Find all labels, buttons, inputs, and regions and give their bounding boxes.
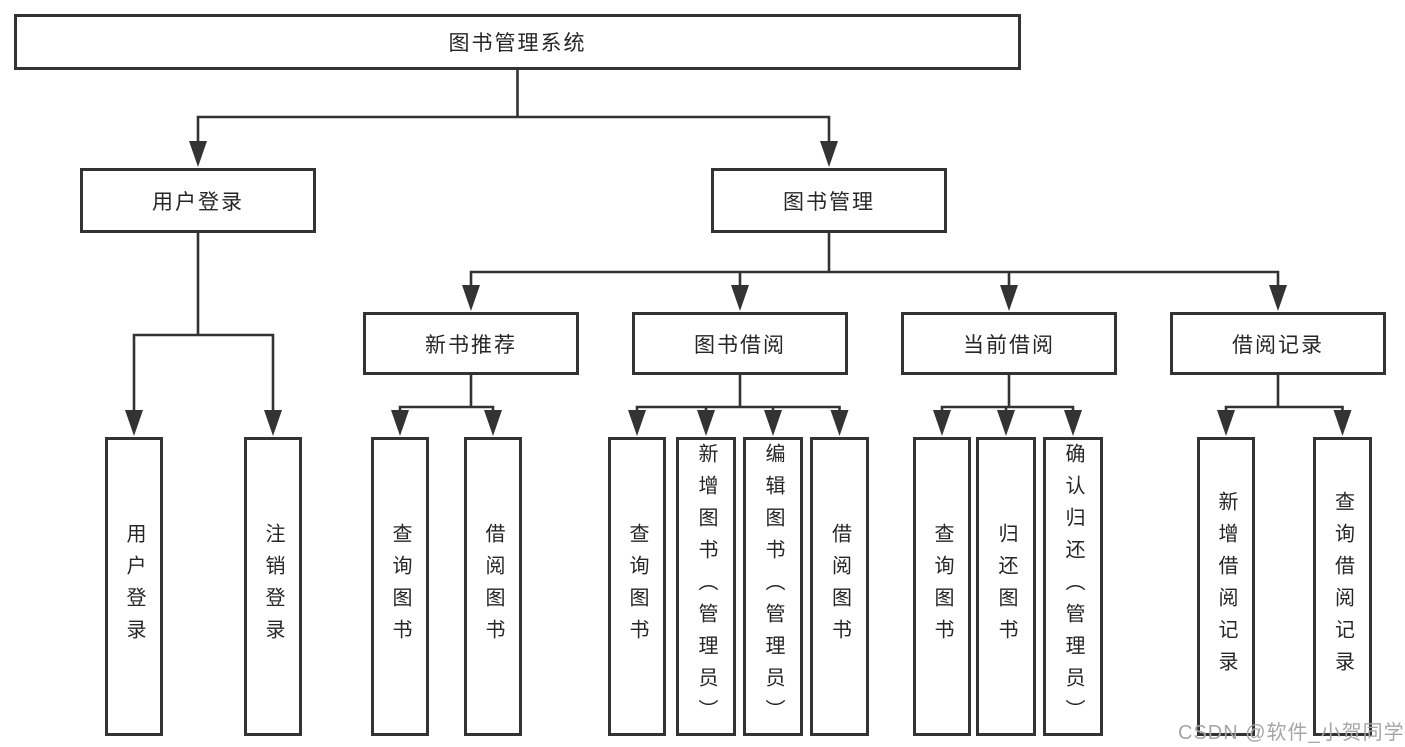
node-new-book-recommend: 新书推荐 [363,312,579,375]
leaf-confirm-return-admin: 确认归还（管理员） [1043,437,1103,736]
leaf-return-book: 归还图书 [976,437,1036,736]
leaf-logout: 注销登录 [244,437,302,736]
node-label: 用户登录 [123,522,145,651]
node-label: 图书借阅 [694,333,786,357]
node-label: 归还图书 [995,522,1017,651]
node-label: 用户登录 [152,190,244,214]
node-root-system: 图书管理系统 [14,14,1021,70]
node-label: 注销登录 [262,522,284,651]
node-label: 借阅记录 [1232,333,1324,357]
node-label: 图书管理系统 [448,32,587,55]
leaf-user-login: 用户登录 [105,437,163,736]
node-user-login: 用户登录 [80,168,316,233]
node-label: 当前借阅 [963,333,1055,357]
leaf-add-book-admin: 新增图书（管理员） [676,437,736,736]
leaf-borrow-book-recommend: 借阅图书 [464,437,522,736]
node-label: 查询图书 [626,522,648,651]
node-label: 查询图书 [389,522,411,651]
node-label: 借阅图书 [828,522,851,651]
leaf-query-book-current: 查询图书 [913,437,971,736]
node-current-borrowing: 当前借阅 [901,312,1117,375]
node-label: 借阅图书 [482,522,504,651]
leaf-query-book-borrowing: 查询图书 [608,437,666,736]
node-label: 新增图书（管理员） [695,442,717,731]
node-label: 编辑图书（管理员） [762,442,784,731]
node-book-management: 图书管理 [711,168,947,233]
leaf-query-borrow-record: 查询借阅记录 [1313,437,1372,736]
node-label: 确认归还（管理员） [1062,442,1084,731]
node-book-borrowing: 图书借阅 [632,312,848,375]
node-label: 查询借阅记录 [1331,490,1354,683]
leaf-borrow-book-borrowing: 借阅图书 [810,437,869,736]
csdn-watermark: CSDN @软件_小贺同学 [1178,722,1405,744]
node-label: 新书推荐 [425,333,517,357]
leaf-edit-book-admin: 编辑图书（管理员） [743,437,803,736]
node-label: 图书管理 [783,190,875,214]
node-label: 新增借阅记录 [1215,490,1237,683]
leaf-add-borrow-record: 新增借阅记录 [1197,437,1255,736]
leaf-query-book-recommend: 查询图书 [371,437,429,736]
node-label: 查询图书 [931,522,953,651]
node-borrow-records: 借阅记录 [1170,312,1386,375]
